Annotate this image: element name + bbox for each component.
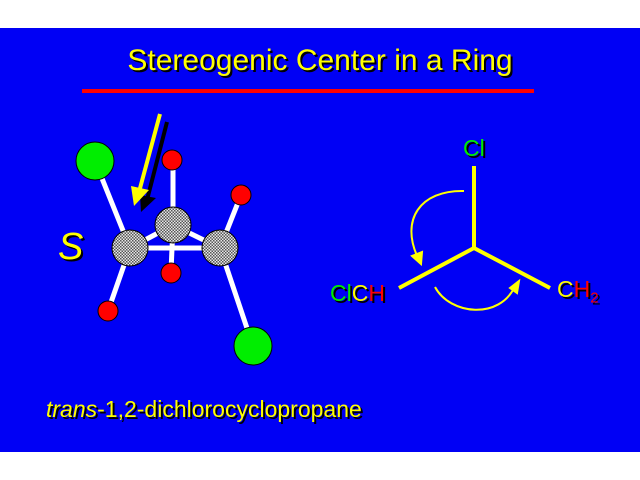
slide-title: Stereogenic Center in a Ring [127,44,513,77]
hydrogen-atom [230,184,252,206]
substituent-right-c: C [557,276,574,302]
substituent-left-c: C [351,280,369,306]
projection-bonds [398,166,551,290]
compound-name: trans-1,2-dichlorocyclopropane [46,396,362,423]
configuration-label: S [58,226,84,268]
pointer-arrow-icon [131,113,169,212]
substituent-left: ClCH [330,280,385,307]
rotation-arrows-icon [410,189,521,311]
substituent-top: Cl [463,135,485,161]
slide-background [0,28,640,452]
carbon-atom-stereocenter [111,229,149,267]
chlorine-atom [75,141,115,181]
title-underline [82,89,534,93]
substituent-right: CH2 [557,276,599,307]
hydrogen-atom [97,300,119,322]
compound-name-prefix: trans [46,396,98,422]
hydrogen-atom [160,262,182,284]
substituent-right-subscript: 2 [590,289,599,307]
compound-name-rest: -1,2-dichlorocyclopropane [97,396,362,422]
carbon-atom [201,229,239,267]
hydrogen-atom [161,149,183,171]
substituent-left-cl: Cl [330,280,352,306]
carbon-atom [154,206,192,244]
chlorine-atom [233,326,273,366]
substituent-left-h: H [368,280,385,306]
substituent-right-h: H [573,276,591,302]
